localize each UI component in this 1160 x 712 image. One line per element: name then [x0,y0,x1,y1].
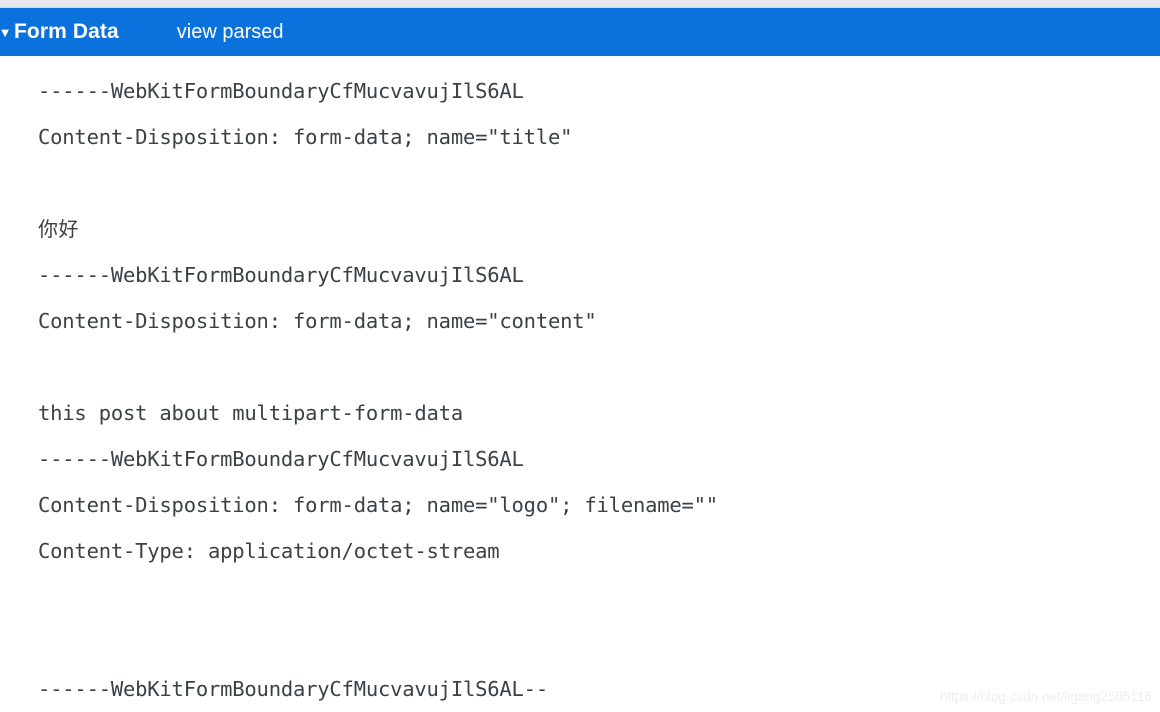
payload-line: this post about multipart-form-data [38,401,463,425]
watermark: https://blog.csdn.net/ligang2585116 [939,689,1152,704]
payload-line: ------WebKitFormBoundaryCfMucvavujIlS6AL [38,447,524,471]
payload-line: ------WebKitFormBoundaryCfMucvavujIlS6AL [38,79,524,103]
form-data-payload: ------WebKitFormBoundaryCfMucvavujIlS6AL… [0,56,1160,712]
payload-line: ------WebKitFormBoundaryCfMucvavujIlS6AL [38,263,524,287]
payload-line [38,160,1160,206]
payload-line [38,620,1160,666]
section-title: Form Data [14,20,119,43]
chevron-down-icon[interactable]: ▼ [0,24,12,40]
payload-line: Content-Disposition: form-data; name="ti… [38,125,573,149]
payload-line: Content-Type: application/octet-stream [38,539,500,563]
view-parsed-link[interactable]: view parsed [176,20,284,43]
payload-line: Content-Disposition: form-data; name="lo… [38,493,718,517]
form-data-section-header[interactable]: ▼ Form Data view parsed [0,8,1160,56]
payload-line [38,574,1160,620]
payload-line [38,344,1160,390]
payload-line: 你好 [38,217,79,241]
payload-line: ------WebKitFormBoundaryCfMucvavujIlS6AL… [38,677,548,701]
payload-line: Content-Disposition: form-data; name="co… [38,309,597,333]
panel-top-divider [0,0,1160,8]
